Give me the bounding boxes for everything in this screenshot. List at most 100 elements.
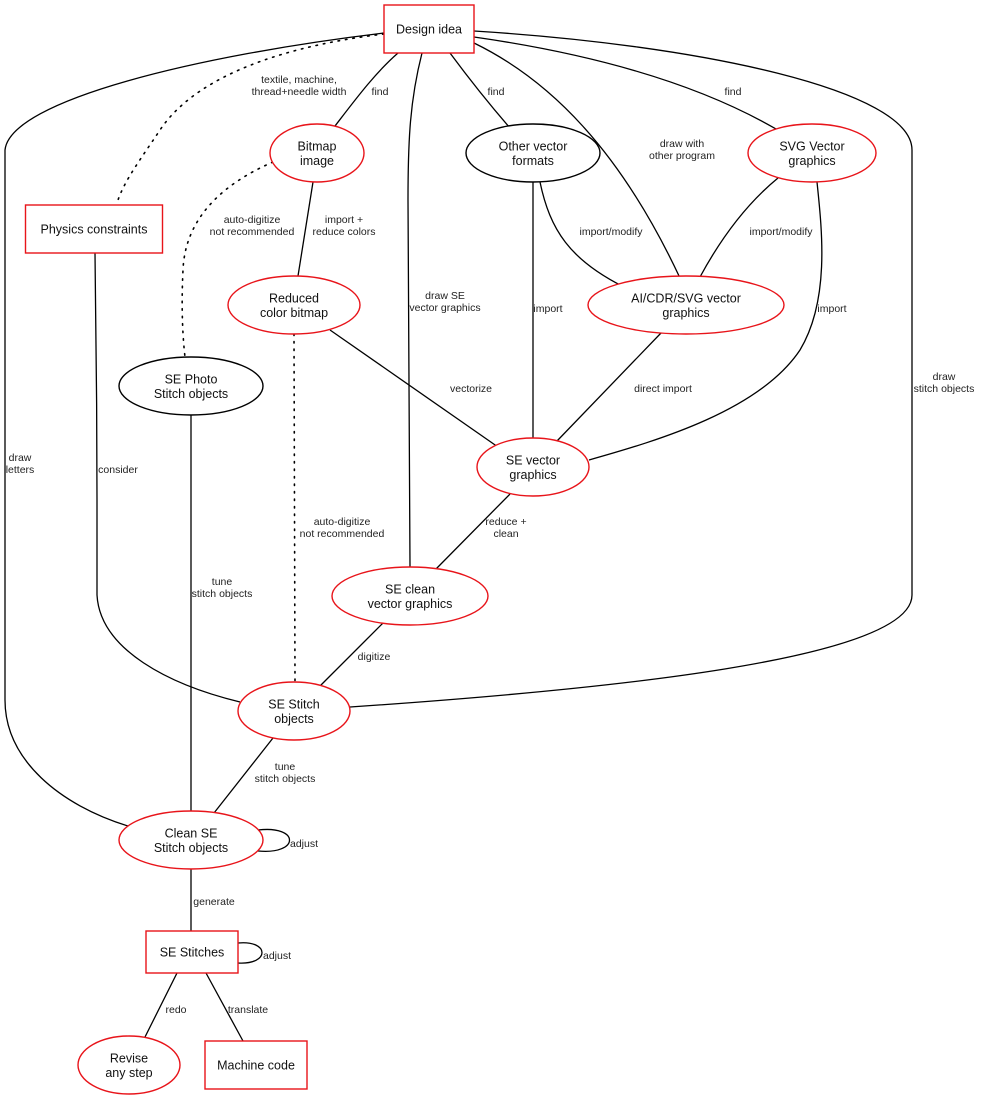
edge-label-stitches-machine: translate (228, 1004, 268, 1016)
edge-stitches-self (237, 942, 263, 964)
edge-label-line: translate (228, 1004, 268, 1016)
edge-label-line: draw (9, 452, 32, 464)
edge-label-clean-self: adjust (290, 838, 318, 850)
edge-label-line: stitch objects (192, 588, 253, 600)
edge-label-bitmap-reduced: import +reduce colors (312, 214, 375, 238)
edge-label-sevector-seclean: reduce +clean (485, 516, 526, 540)
edge-label-physics-sestitch: consider (98, 464, 138, 476)
edge-label-line: adjust (263, 950, 291, 962)
edge-label-line: import (533, 303, 562, 315)
edge-label-line: tune (212, 576, 233, 588)
edge-svg-ai (699, 177, 779, 278)
edge-label-svg-sevector: import (817, 303, 846, 315)
edge-label-line: stitch objects (255, 773, 316, 785)
edge-sevector-seclean (435, 493, 511, 570)
edge-label-line: adjust (290, 838, 318, 850)
edge-label-line: tune (275, 761, 296, 773)
edge-label-seclean-sestitch: digitize (358, 651, 391, 663)
edge-label-line: vector graphics (409, 302, 480, 314)
edge-design-clean-letters (4, 32, 385, 827)
node-label-line: Machine code (217, 1059, 295, 1073)
edge-design-sestitch (349, 30, 913, 708)
node-label-line: Clean SE (165, 826, 218, 840)
node-ellipse (747, 123, 877, 183)
node-label-line: SE Stitches (160, 946, 225, 960)
edge-label-line: import/modify (749, 226, 813, 238)
node-label-line: SE Stitch (268, 697, 319, 711)
node-label-line: SE Photo (165, 372, 218, 386)
node-box (24, 204, 164, 254)
edge-sestitch-clean (213, 737, 274, 814)
edge-label-line: not recommended (300, 528, 385, 540)
edge-label-line: auto-digitize (224, 214, 281, 226)
edge-label-line: auto-digitize (314, 516, 371, 528)
edge-design-other (449, 52, 511, 129)
edge-label-line: draw (933, 371, 956, 383)
node-label-line: Stitch objects (154, 841, 228, 855)
node-se-stitches[interactable]: SE Stitches (145, 930, 239, 974)
node-ellipse (587, 275, 785, 335)
edge-bitmap-reduced (297, 181, 314, 277)
edge-label-line: draw with (660, 138, 705, 150)
node-ellipse (118, 356, 264, 416)
edge-svg-sevector (588, 181, 823, 461)
edge-label-line: stitch objects (914, 383, 975, 395)
edge-reduced-sevector (329, 329, 499, 448)
node-label-line: Reduced (269, 291, 319, 305)
node-physics[interactable]: Physics constraints (24, 204, 164, 254)
edge-ai-sevector (556, 332, 662, 442)
node-label-line: Bitmap (298, 139, 337, 153)
edge-label-line: textile, machine, (261, 74, 337, 86)
edge-label-line: letters (6, 464, 35, 476)
node-ellipse (227, 275, 361, 335)
edge-label-line: reduce colors (312, 226, 375, 238)
edge-stitches-machine (205, 972, 244, 1042)
edge-label-line: not recommended (210, 226, 295, 238)
edge-label-design-other: find (488, 86, 505, 98)
edge-bitmap-photo (181, 161, 274, 358)
edge-label-line: clean (493, 528, 518, 540)
edge-label-design-bitmap: find (372, 86, 389, 98)
node-label-line: vector graphics (368, 597, 453, 611)
node-design-idea[interactable]: Design idea (383, 4, 475, 54)
edge-seclean-sestitch (319, 622, 384, 687)
node-label-line: Other vector (499, 139, 568, 153)
edge-design-svg (473, 36, 777, 130)
node-label-line: any step (105, 1066, 152, 1080)
node-label-line: SE vector (506, 453, 560, 467)
node-label-line: AI/CDR/SVG vector (631, 291, 741, 305)
node-label-line: graphics (788, 154, 835, 168)
edge-label-reduced-sevector: vectorize (450, 383, 492, 395)
node-label-line: objects (274, 712, 314, 726)
node-label: Design idea (396, 23, 462, 37)
node-machine-code[interactable]: Machine code (204, 1040, 308, 1090)
edge-label-line: find (488, 86, 505, 98)
edge-label-design-svg: find (725, 86, 742, 98)
